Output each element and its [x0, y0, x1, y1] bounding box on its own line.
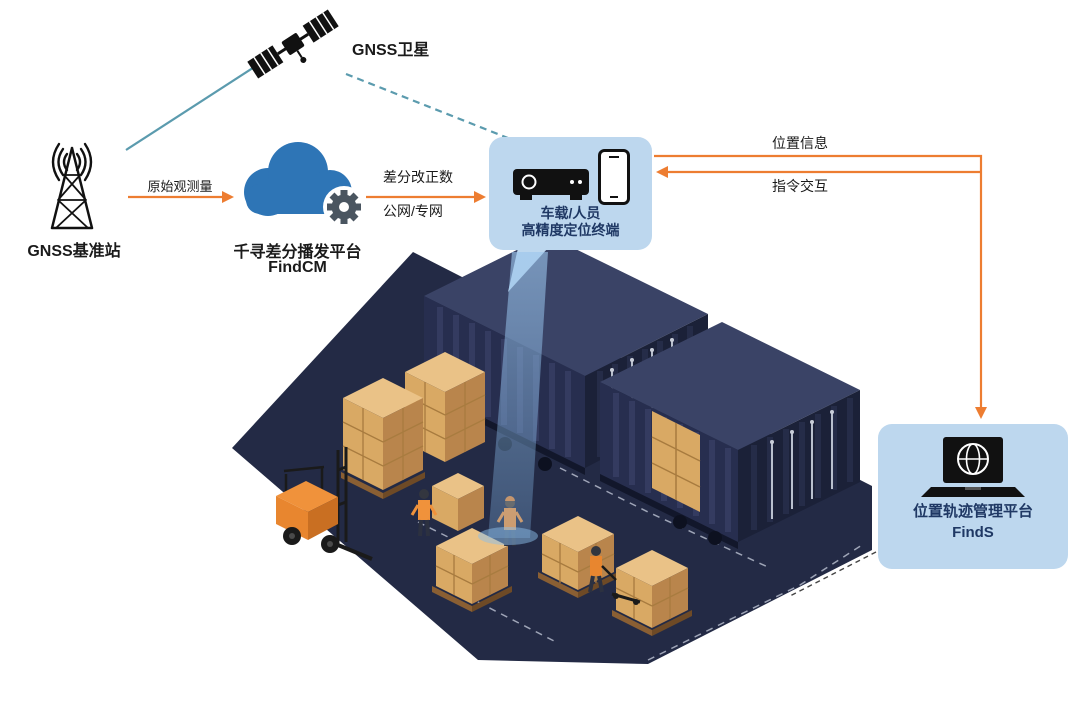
position-info-label: 位置信息 — [772, 135, 828, 151]
base-station-label: GNSS基准站 — [27, 243, 121, 260]
management-platform-panel: 位置轨迹管理平台 FindS — [878, 424, 1068, 569]
vehicle-receiver-icon — [512, 169, 589, 200]
terminal-panel: 车载/人员 高精度定位终端 — [489, 137, 652, 250]
raw-observation-arrow — [128, 191, 234, 203]
correction-label-line1: 差分改正数 — [383, 169, 453, 185]
container-right — [600, 322, 860, 549]
worker-near-stacks — [410, 489, 438, 537]
single-carton — [432, 473, 484, 531]
terminal-label-line2: 高精度定位终端 — [521, 222, 620, 238]
forklift-icon — [276, 447, 373, 561]
pallet-stack-bottom-right — [612, 550, 692, 636]
command-interaction-arrow — [656, 166, 981, 178]
terminal-icons — [512, 147, 630, 205]
gnss-base-station-icon — [50, 142, 94, 230]
worker-pallet-jack — [588, 546, 641, 605]
gear-icon — [323, 186, 365, 228]
command-interaction-label: 指令交互 — [772, 178, 828, 194]
pallet-stack-center — [538, 516, 618, 598]
satellite-label: GNSS卫星 — [352, 42, 430, 59]
warehouse-scene — [232, 235, 872, 664]
positioning-beam — [478, 252, 548, 545]
laptop-globe-icon — [921, 437, 1025, 497]
correction-label-line2: 公网/专网 — [383, 203, 443, 219]
pallet-stack-bottom-left — [432, 528, 512, 612]
cloud-platform-icon — [244, 142, 365, 228]
gnss-satellite-icon — [247, 9, 339, 79]
cloud-platform-product: FindCM — [268, 259, 327, 276]
link-basestation-satellite — [125, 61, 263, 151]
finds-scene-connector — [789, 551, 877, 597]
smartphone-icon — [597, 149, 630, 205]
raw-observation-label: 原始观测量 — [147, 179, 213, 194]
correction-arrow — [366, 191, 486, 203]
management-platform-name: 位置轨迹管理平台 — [912, 503, 1033, 520]
pallet-stack-tall-front — [341, 378, 425, 499]
link-satellite-terminal — [345, 72, 519, 144]
position-info-arrow — [654, 154, 987, 419]
management-platform-product: FindS — [952, 524, 994, 541]
container-open-door-cargo — [651, 411, 701, 512]
cloud-platform-name: 千寻差分播发平台 — [233, 244, 362, 261]
terminal-label-line1: 车载/人员 — [540, 205, 601, 221]
